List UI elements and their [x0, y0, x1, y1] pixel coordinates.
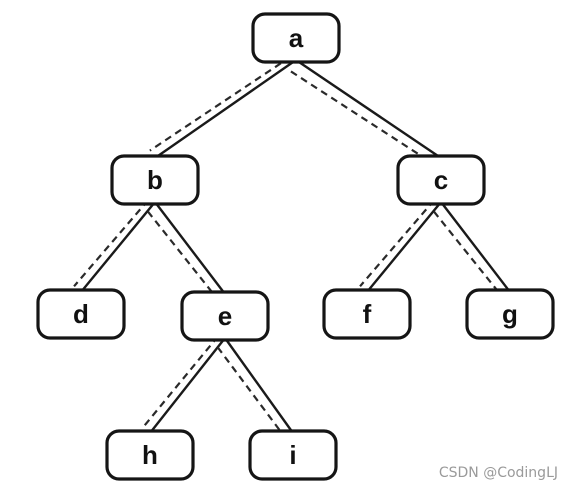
edges-layer: [73, 55, 511, 439]
traversal-path-c-g: [432, 210, 504, 299]
node-box-g: [465, 288, 555, 340]
node-d: d: [36, 288, 126, 340]
traversal-path-c-f: [359, 199, 435, 288]
node-label-i: i: [289, 440, 296, 470]
traversal-path-a-b: [149, 55, 292, 152]
traversal-path-e-i: [216, 346, 287, 439]
edge-b-d: [80, 201, 156, 293]
node-a: a: [251, 12, 341, 64]
node-label-d: d: [73, 299, 89, 329]
edge-c-f: [366, 201, 442, 293]
edge-b-e: [154, 201, 226, 295]
node-e: e: [180, 290, 270, 342]
node-b: b: [110, 154, 200, 206]
node-box-d: [36, 288, 126, 340]
edge-e-i: [224, 337, 294, 434]
node-g: g: [465, 288, 555, 340]
node-label-c: c: [434, 165, 448, 195]
node-label-a: a: [289, 23, 304, 53]
node-box-f: [322, 288, 412, 340]
node-box-i: [248, 429, 338, 481]
traversal-path-e-h: [142, 335, 219, 429]
edge-c-g: [440, 201, 511, 293]
node-box-c: [396, 154, 486, 206]
node-box-e: [180, 290, 270, 342]
watermark-text: CSDN @CodingLJ: [438, 465, 558, 481]
node-box-h: [105, 429, 195, 481]
node-label-b: b: [147, 165, 163, 195]
node-i: i: [248, 429, 338, 481]
node-h: h: [105, 429, 195, 481]
traversal-path-a-c: [290, 70, 437, 167]
edge-e-h: [149, 337, 226, 434]
traversal-path-b-e: [146, 210, 219, 301]
node-box-a: [251, 12, 341, 64]
node-box-b: [110, 154, 200, 206]
node-label-f: f: [363, 299, 372, 329]
edge-a-c: [295, 59, 442, 159]
node-label-g: g: [502, 299, 518, 329]
node-c: c: [396, 154, 486, 206]
node-label-e: e: [218, 301, 232, 331]
edge-a-b: [154, 59, 297, 159]
nodes-layer: a b c d e f g h i: [36, 12, 555, 481]
node-label-h: h: [142, 440, 158, 470]
traversal-path-b-d: [73, 199, 149, 288]
node-f: f: [322, 288, 412, 340]
